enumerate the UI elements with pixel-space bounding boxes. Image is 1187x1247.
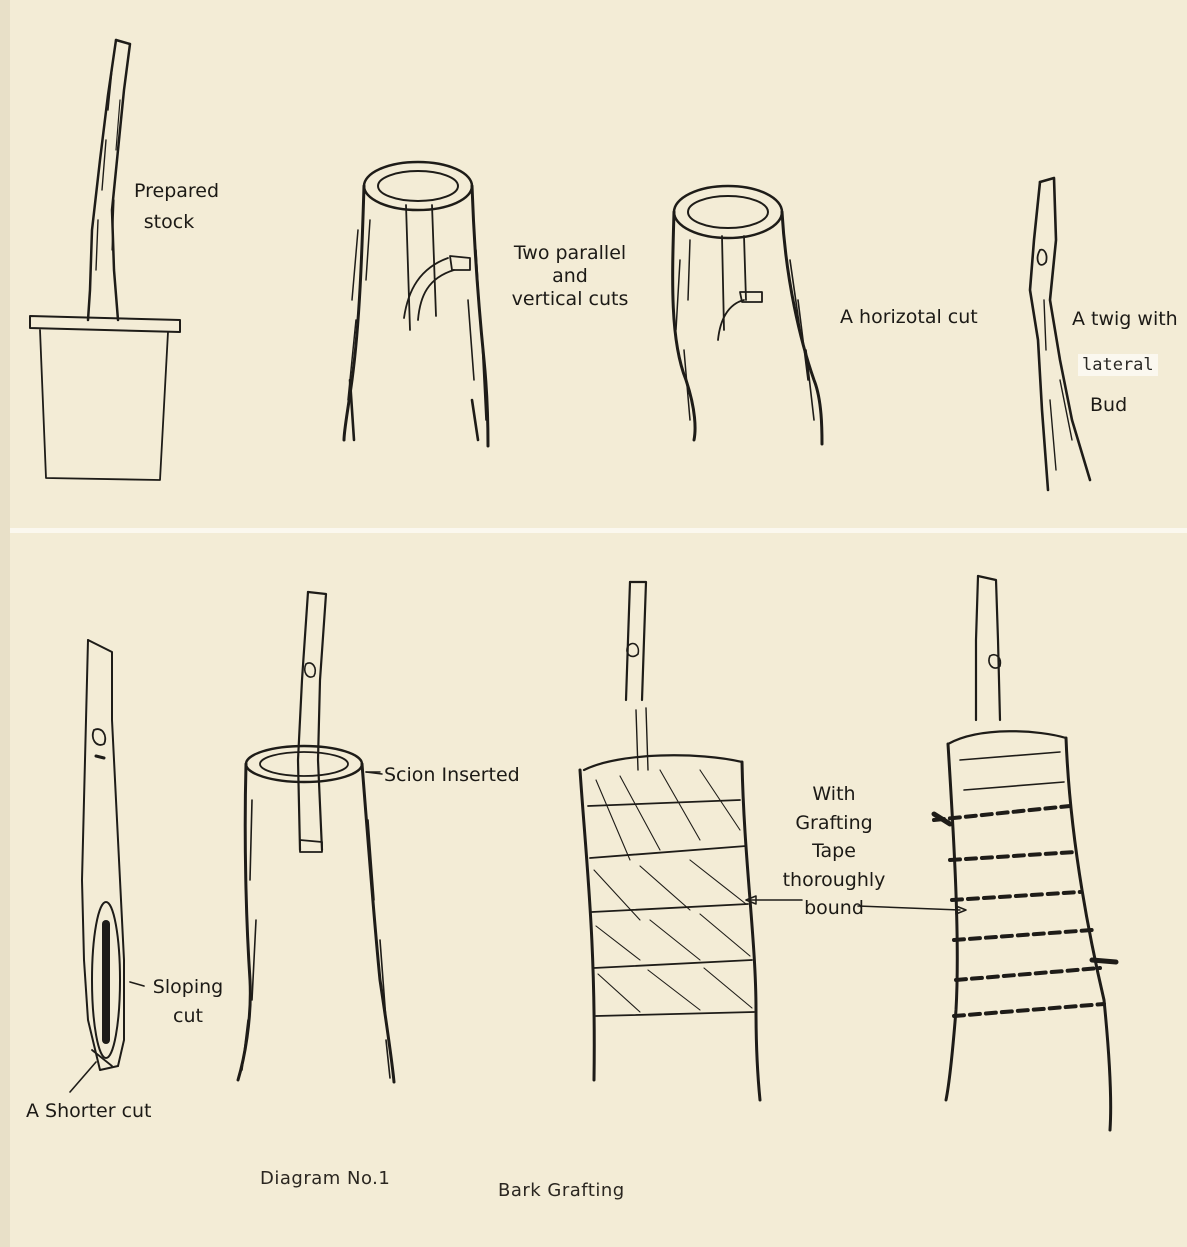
- bud-label: Bud: [1090, 394, 1127, 417]
- diagram-title-caption: Bark Grafting: [498, 1180, 625, 1201]
- twig-with-label: A twig with: [1072, 308, 1178, 331]
- lateral-typed-label: lateral: [1078, 354, 1158, 376]
- grafting-tape-label-line1: With: [764, 780, 904, 809]
- horizontal-cut-figure: [673, 186, 822, 444]
- scion-inserted-figure: [238, 592, 394, 1082]
- twig-with-bud-figure: [1030, 178, 1090, 490]
- shorter-cut-label: A Shorter cut: [26, 1100, 152, 1123]
- parallel-cuts-label-line1: Two parallel: [494, 242, 646, 265]
- photocopy-seam: [0, 528, 1187, 533]
- tape-bound-twisted-figure: [934, 576, 1116, 1130]
- grafting-tape-label-line3: Tape: [764, 837, 904, 866]
- tape-bound-flat-figure: [580, 582, 760, 1100]
- grafting-tape-label-line4: thoroughly: [764, 866, 904, 895]
- parallel-cuts-label: Two parallel and vertical cuts: [494, 242, 646, 312]
- prepared-stock-label-line1: Prepared: [134, 180, 204, 203]
- parallel-cuts-label-line2: and: [494, 265, 646, 288]
- scion-inserted-label: Scion Inserted: [384, 764, 520, 787]
- prepared-stock-label-line2: stock: [134, 211, 204, 234]
- sloping-cut-label-line1: Sloping: [146, 976, 230, 999]
- grafting-tape-label: With Grafting Tape thoroughly bound: [764, 780, 904, 923]
- parallel-cuts-label-line3: vertical cuts: [494, 288, 646, 311]
- sloping-cut-label-line2: cut: [146, 1005, 230, 1028]
- parallel-cuts-figure: [344, 162, 488, 446]
- page-edge: [0, 0, 10, 1247]
- prepared-stock-label: Prepared stock: [134, 180, 204, 234]
- horizontal-cut-label: A horizotal cut: [840, 306, 978, 329]
- grafting-tape-label-line2: Grafting: [764, 809, 904, 838]
- sloping-cut-label: Sloping cut: [146, 976, 230, 1028]
- grafting-tape-label-line5: bound: [764, 894, 904, 923]
- scion-sloping-cut-figure: [70, 640, 144, 1092]
- diagram-number-caption: Diagram No.1: [260, 1168, 390, 1189]
- prepared-stock-figure: [30, 40, 180, 480]
